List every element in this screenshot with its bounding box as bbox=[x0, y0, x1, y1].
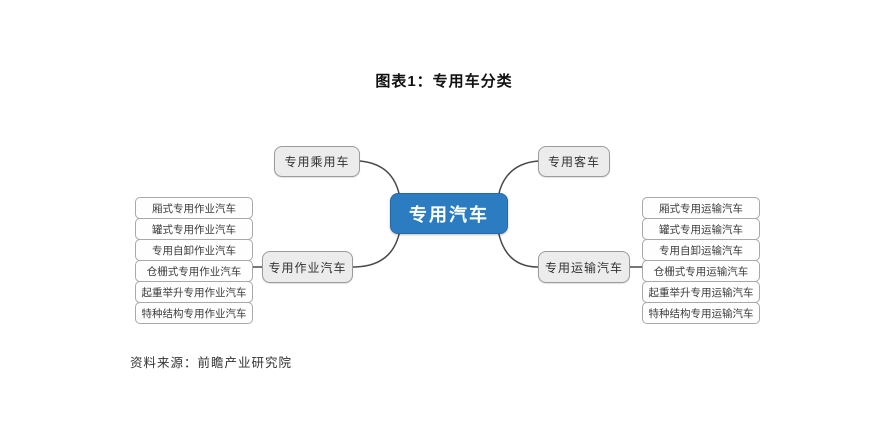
leaf-item: 仓栅式专用运输汽车 bbox=[642, 260, 760, 282]
leaf-item: 起重举升专用运输汽车 bbox=[642, 281, 760, 303]
curve-center-to-bus bbox=[497, 160, 539, 199]
leaf-item: 专用自卸运输汽车 bbox=[642, 239, 760, 261]
branch-node-bus: 专用客车 bbox=[538, 146, 610, 177]
leaf-item: 厢式专用运输汽车 bbox=[642, 197, 760, 219]
leaf-item: 厢式专用作业汽车 bbox=[135, 197, 253, 219]
leaf-item: 罐式专用作业汽车 bbox=[135, 218, 253, 240]
branch-node-passenger-car: 专用乘用车 bbox=[274, 146, 360, 177]
leaf-item: 起重举升专用作业汽车 bbox=[135, 281, 253, 303]
curve-center-to-transport bbox=[497, 229, 539, 268]
leaf-item: 特种结构专用作业汽车 bbox=[135, 302, 253, 324]
branch-node-work-vehicle: 专用作业汽车 bbox=[262, 251, 353, 283]
leaf-item: 罐式专用运输汽车 bbox=[642, 218, 760, 240]
curve-center-to-work bbox=[352, 229, 401, 268]
center-node: 专用汽车 bbox=[390, 193, 508, 234]
leaf-item: 专用自卸作业汽车 bbox=[135, 239, 253, 261]
leaf-item: 特种结构专用运输汽车 bbox=[642, 302, 760, 324]
leaf-item: 仓栅式专用作业汽车 bbox=[135, 260, 253, 282]
source-note: 资料来源：前瞻产业研究院 bbox=[130, 356, 293, 370]
curve-center-to-passenger bbox=[359, 160, 401, 199]
branch-node-transport-vehicle: 专用运输汽车 bbox=[538, 251, 630, 283]
page-title: 图表1：专用车分类 bbox=[375, 73, 513, 90]
